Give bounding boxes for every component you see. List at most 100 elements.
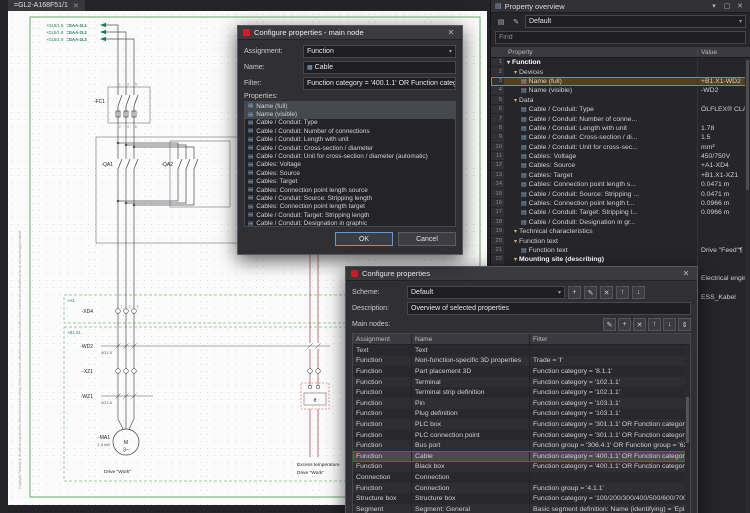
property-row[interactable]: 13 Cables: Target +B1.X1-XZ1: [491, 171, 750, 180]
property-value-cell[interactable]: [697, 96, 750, 105]
property-row[interactable]: 8 Cable / Conduit: Length with unit 1.78: [491, 124, 750, 133]
main-node-row[interactable]: Text Text: [353, 345, 690, 356]
property-value-cell[interactable]: +B1.X1-WD2: [697, 77, 750, 86]
property-value-cell[interactable]: [697, 236, 750, 245]
column-header-name[interactable]: Name: [411, 334, 529, 344]
property-list-item[interactable]: Cable / Conduit: Length with unit: [245, 136, 455, 144]
property-value-cell[interactable]: [697, 58, 750, 67]
main-node-row[interactable]: Function Terminal Function category = '1…: [353, 377, 690, 388]
property-value-cell[interactable]: ÖLFLEX® CLASSIC 100 H: [697, 105, 750, 114]
find-input[interactable]: [495, 31, 746, 44]
column-header-assignment[interactable]: Assignment: [353, 336, 411, 343]
property-value-cell[interactable]: +B1.X1-XZ1: [697, 171, 750, 180]
property-row[interactable]: 16 Cables: Connection point length t... …: [491, 199, 750, 208]
delete-node-button[interactable]: ✕: [633, 318, 646, 331]
document-tab[interactable]: =GL2-A168F51/1 ✕: [8, 0, 85, 11]
scheme-new-button[interactable]: +: [568, 286, 581, 299]
property-list-item[interactable]: Cables: Target: [245, 178, 455, 186]
property-value-cell[interactable]: 1.78: [697, 124, 750, 133]
main-node-row[interactable]: Function Plug definition Function catego…: [353, 409, 690, 420]
add-node-button[interactable]: +: [618, 318, 631, 331]
table-scrollbar[interactable]: [685, 345, 690, 513]
main-node-row[interactable]: Function Non-function-specific 3D proper…: [353, 356, 690, 367]
property-list-item[interactable]: Name (visible): [245, 110, 455, 118]
scheme-dropdown[interactable]: Default ▾: [525, 15, 746, 28]
interruption-point-l2[interactable]: +GL5/1.9=GAA-2L2: [46, 30, 106, 35]
property-list-item[interactable]: Cable / Conduit: Target: Stripping lengt…: [245, 211, 455, 219]
panel-close-icon[interactable]: ✕: [734, 1, 746, 12]
ma1-motor[interactable]: M 3~ -MA1 1.5 kW: [98, 429, 139, 455]
property-row[interactable]: 18 Cable / Conduit: Designation in gr...: [491, 218, 750, 227]
dialog-titlebar[interactable]: Configure properties - main node ✕: [238, 26, 462, 40]
main-node-row[interactable]: Function Black box Function category = '…: [353, 462, 690, 473]
main-node-row[interactable]: Function Part placement 3D Function cate…: [353, 366, 690, 377]
name-field[interactable]: ▦ Cable: [303, 61, 456, 74]
property-row[interactable]: 1 Function: [491, 58, 750, 67]
drive-unit-box[interactable]: [96, 137, 238, 243]
property-list-item[interactable]: Cable / Conduit: Type: [245, 119, 455, 127]
property-row[interactable]: 19 Technical characteristics: [491, 227, 750, 236]
filter-field[interactable]: Function category = '400.1.1' OR Functio…: [303, 77, 456, 90]
description-field[interactable]: Overview of selected properties: [407, 302, 691, 315]
property-list-item[interactable]: Cable / Conduit: Source: Stripping lengt…: [245, 194, 455, 202]
column-header-property[interactable]: Property: [504, 49, 697, 56]
property-value-cell[interactable]: [697, 227, 750, 236]
property-list-item[interactable]: Cables: Connection point length source: [245, 186, 455, 194]
dialog-titlebar[interactable]: Configure properties ✕: [346, 267, 697, 281]
panel-scrollbar[interactable]: [745, 58, 750, 513]
property-row[interactable]: 7 Cable / Conduit: Number of conne...: [491, 114, 750, 123]
main-node-row[interactable]: Function Bus port Function group = '306.…: [353, 440, 690, 451]
scheme-list-icon[interactable]: ▤: [495, 16, 507, 27]
scrollbar-thumb[interactable]: [746, 60, 749, 190]
property-row[interactable]: 10 Cable / Conduit: Unit for cross-sec..…: [491, 143, 750, 152]
property-value-cell[interactable]: mm²: [697, 143, 750, 152]
property-list-item[interactable]: Cable / Conduit: Number of connections: [245, 127, 455, 135]
interruption-point-l1[interactable]: +GL5/1.9=GAA-2L1: [46, 23, 106, 28]
scheme-edit-button[interactable]: ✎: [584, 286, 597, 299]
property-row[interactable]: 6 Cable / Conduit: Type ÖLFLEX® CLASSIC …: [491, 105, 750, 114]
property-value-cell[interactable]: [697, 255, 750, 264]
property-value-cell[interactable]: ESS_Kabel: [697, 293, 750, 302]
scheme-delete-button[interactable]: ✕: [600, 286, 613, 299]
property-list-item[interactable]: Cable / Conduit: Cross-section / diamete…: [245, 144, 455, 152]
main-node-row[interactable]: Segment Segment: General Basic segment d…: [353, 504, 690, 513]
property-row[interactable]: 14 Cables: Connection point length s... …: [491, 180, 750, 189]
dialog-close-icon[interactable]: ✕: [445, 28, 457, 37]
tab-close-icon[interactable]: ✕: [73, 2, 79, 10]
panel-menu-icon[interactable]: ▾: [708, 1, 720, 12]
property-row[interactable]: 12 Cables: Source +A1-XD4: [491, 161, 750, 170]
property-list-item[interactable]: Name (full): [245, 102, 455, 110]
sort-button[interactable]: ⇕: [678, 318, 691, 331]
property-value-cell[interactable]: 0.0471 m: [697, 189, 750, 198]
cancel-button[interactable]: Cancel: [398, 232, 456, 246]
property-value-cell[interactable]: Electrical engineering: [697, 274, 750, 283]
scheme-edit-icon[interactable]: ✎: [510, 16, 522, 27]
scheme-export-button[interactable]: ↓: [632, 286, 645, 299]
property-value-cell[interactable]: +A1-XD4: [697, 161, 750, 170]
thermistor-sensor[interactable]: ϑ: [301, 383, 329, 409]
scrollbar-thumb[interactable]: [686, 397, 689, 443]
property-row[interactable]: 4 Name (visible) -WD2: [491, 86, 750, 95]
property-row[interactable]: 20 Function text: [491, 236, 750, 245]
property-row[interactable]: 9 Cable / Conduit: Cross-section / di...…: [491, 133, 750, 142]
property-row[interactable]: 15 Cable / Conduit: Source: Stripping ..…: [491, 189, 750, 198]
assignment-dropdown[interactable]: Function ▾: [303, 45, 456, 58]
property-row[interactable]: 17 Cable / Conduit: Target: Stripping l.…: [491, 208, 750, 217]
property-value-cell[interactable]: [697, 283, 750, 292]
property-value-cell[interactable]: [697, 265, 750, 274]
scheme-import-button[interactable]: ↑: [616, 286, 629, 299]
property-row[interactable]: 5 Data: [491, 96, 750, 105]
main-node-row[interactable]: Function Pin Function category = '103.1.…: [353, 398, 690, 409]
location-box-a1[interactable]: +A1: [64, 295, 356, 323]
property-value-cell[interactable]: 450/750V: [697, 152, 750, 161]
property-row[interactable]: 3 Name (full) +B1.X1-WD2: [491, 77, 750, 86]
properties-list[interactable]: Name (full) Name (visible) Cable / Condu…: [244, 101, 456, 227]
property-value-cell[interactable]: [697, 67, 750, 76]
fc1-motor-protection-switch[interactable]: -FC1 1 3 5 2 4 6: [94, 83, 150, 130]
property-value-cell[interactable]: [697, 218, 750, 227]
main-node-row[interactable]: Function Terminal strip definition Funct…: [353, 387, 690, 398]
main-node-row[interactable]: Function Connection Function group = '4.…: [353, 483, 690, 494]
property-value-cell[interactable]: 0.0966 m: [697, 199, 750, 208]
main-node-row[interactable]: Function PLC box Function category = '30…: [353, 419, 690, 430]
property-value-cell[interactable]: Drive "Feed"¶: [697, 246, 750, 255]
